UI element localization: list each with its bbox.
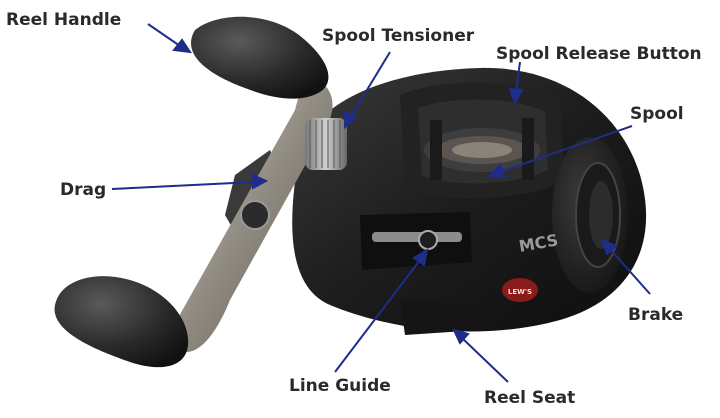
label-line-guide: Line Guide	[289, 376, 391, 396]
arrow-spool	[499, 125, 633, 173]
brand-badge-text: LEW'S	[508, 288, 532, 296]
label-drag: Drag	[60, 180, 107, 200]
label-reel-handle: Reel Handle	[6, 10, 122, 30]
label-spool-tensioner: Spool Tensioner	[322, 26, 475, 46]
arrow-spool-release	[515, 61, 521, 93]
reel-handle-knob-bottom	[54, 276, 189, 368]
arrow-drag	[111, 181, 255, 190]
arrow-reel-handle	[147, 23, 181, 47]
reel-seat	[400, 300, 480, 335]
arrow-brake	[608, 247, 651, 295]
label-spool: Spool	[630, 104, 684, 124]
arrow-spool-tensioner	[349, 51, 391, 119]
brand-badge	[502, 278, 538, 302]
arrow-reel-seat	[461, 337, 509, 383]
annotation-arrows	[111, 23, 651, 383]
label-reel-seat: Reel Seat	[484, 388, 576, 408]
label-brake: Brake	[628, 305, 684, 325]
label-spool-release-button: Spool Release Button	[496, 44, 702, 64]
reel-handle-knob-top	[191, 16, 329, 99]
spool-tensioner	[305, 118, 347, 170]
arrow-line-guide	[334, 259, 421, 373]
